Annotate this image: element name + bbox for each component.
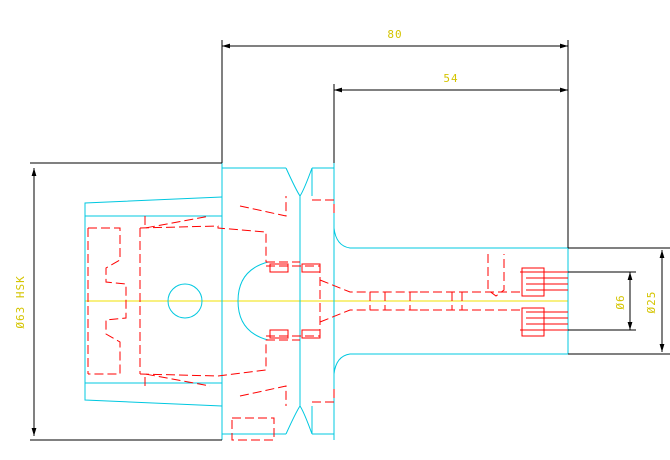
bore-diameter-label: Ø6: [614, 294, 627, 309]
hidden-lines: [87, 196, 568, 441]
overall-length-label: 80: [387, 28, 402, 41]
flange-diameter-label: Ø63 HSK: [14, 275, 27, 328]
shank-length-label: 54: [443, 72, 458, 85]
nose-details: [269, 263, 568, 339]
dimension-lines: [30, 40, 670, 441]
nose-diameter-label: Ø25: [645, 291, 658, 314]
